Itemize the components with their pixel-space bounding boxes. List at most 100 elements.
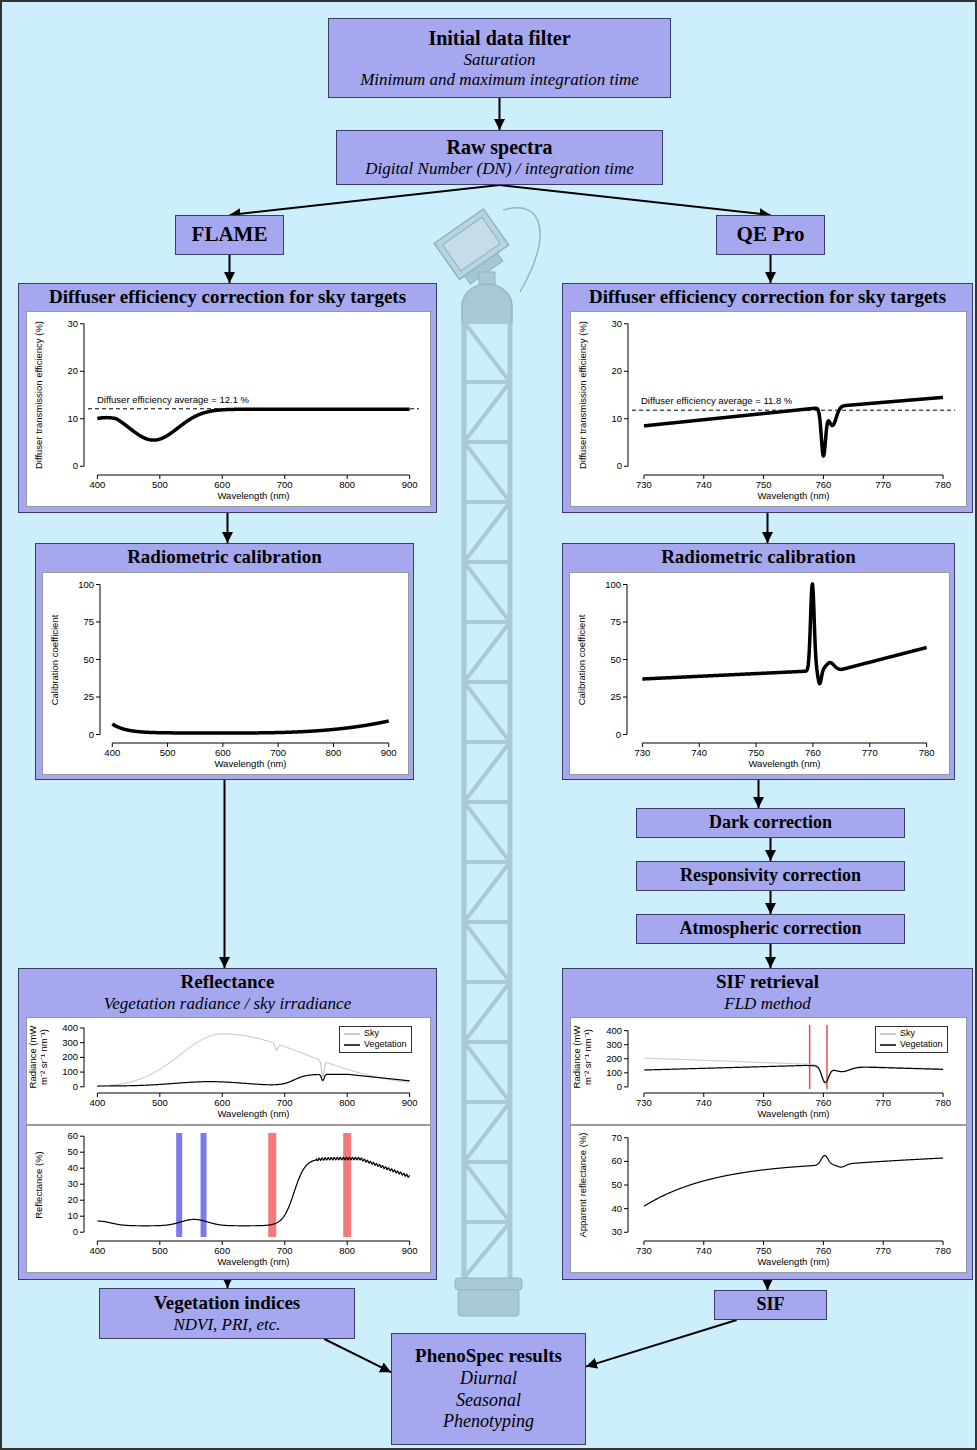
box-subtext: Saturation xyxy=(329,50,670,70)
truss-bar xyxy=(464,740,510,744)
truss-diagonal xyxy=(464,802,510,862)
spectrum-curve xyxy=(642,584,926,684)
axis-title: Calibration coefficient xyxy=(50,573,61,746)
truss-bar xyxy=(464,1100,510,1104)
legend-text: Sky xyxy=(364,1028,379,1039)
tick-label: 500 xyxy=(152,480,168,491)
process-box: Raw spectraDigital Number (DN) / integra… xyxy=(336,130,663,185)
tick-label: 400 xyxy=(89,480,105,491)
tick-label: 50 xyxy=(67,1147,78,1158)
tick-label: 900 xyxy=(402,1246,418,1257)
legend-row: Sky xyxy=(880,1028,943,1039)
axis-title: Wavelength (nm) xyxy=(215,759,287,770)
box-heading: Vegetation indices xyxy=(100,1292,354,1315)
tick-label: 10 xyxy=(611,413,622,424)
tick-mark xyxy=(624,1030,628,1031)
tick-label: 760 xyxy=(815,1246,831,1257)
chart-legend: SkyVegetation xyxy=(875,1026,948,1053)
tick-mark xyxy=(643,475,644,479)
tick-label: 600 xyxy=(214,480,230,491)
tick-mark xyxy=(96,659,100,660)
tick-label: 400 xyxy=(89,1246,105,1257)
legend-line xyxy=(344,1033,360,1035)
spectrum-curve xyxy=(97,1074,409,1086)
x-axis xyxy=(644,475,943,476)
truss-diagonal xyxy=(464,502,510,562)
truss-diagonal xyxy=(464,982,510,1042)
tick-mark xyxy=(926,743,927,747)
y-axis xyxy=(84,324,85,467)
tick-mark xyxy=(96,697,100,698)
spectrum-curve xyxy=(644,1156,943,1207)
tick-label: 780 xyxy=(935,480,951,491)
chart-background xyxy=(42,572,409,775)
tick-label: 0 xyxy=(616,729,621,740)
legend-text: Vegetation xyxy=(364,1039,407,1050)
truss-bar xyxy=(464,620,510,624)
tick-label: 0 xyxy=(73,461,78,472)
box-heading: Atmospheric correction xyxy=(637,918,904,940)
box-subtext: Phenotyping xyxy=(392,1411,585,1433)
tick-label: 900 xyxy=(402,480,418,491)
tick-mark xyxy=(624,1072,628,1073)
truss-diagonal xyxy=(464,322,510,382)
band-marker xyxy=(268,1133,276,1237)
tick-mark xyxy=(643,1093,644,1097)
truss-bar xyxy=(464,1220,510,1224)
flow-arrow xyxy=(586,1320,737,1367)
tower-base xyxy=(458,1290,519,1316)
tick-mark xyxy=(409,1241,410,1245)
flow-arrow xyxy=(224,780,226,968)
tick-mark xyxy=(80,371,84,372)
tick-mark xyxy=(763,475,764,479)
tick-label: 770 xyxy=(875,1246,891,1257)
spectrum-curve xyxy=(97,1157,409,1225)
tick-label: 0 xyxy=(73,1081,78,1092)
tick-mark xyxy=(278,743,279,747)
tick-mark xyxy=(699,743,700,747)
truss-diagonal xyxy=(464,1042,510,1102)
box-heading: Diffuser efficiency correction for sky t… xyxy=(563,286,972,309)
y-axis xyxy=(628,324,629,467)
box-subtext: Digital Number (DN) / integration time xyxy=(337,159,662,179)
axis-title: Wavelength (nm) xyxy=(749,759,821,770)
truss-diagonal xyxy=(464,922,510,982)
tick-mark xyxy=(284,475,285,479)
tick-label: 60 xyxy=(67,1131,78,1142)
tick-label: 770 xyxy=(875,480,891,491)
tick-label: 780 xyxy=(919,748,935,759)
truss-bar xyxy=(464,380,510,384)
tick-label: 400 xyxy=(62,1022,78,1033)
truss-bar xyxy=(464,500,510,504)
tick-label: 750 xyxy=(756,1098,772,1109)
tick-label: 700 xyxy=(277,480,293,491)
tick-label: 700 xyxy=(270,748,286,759)
x-axis xyxy=(644,1241,943,1242)
box-heading: Dark correction xyxy=(637,812,904,834)
axis-title: Wavelength (nm) xyxy=(758,491,830,502)
flow-arrow xyxy=(324,1339,391,1372)
tick-label: 30 xyxy=(611,1227,622,1238)
tick-mark xyxy=(96,622,100,623)
process-box: Responsivity correction xyxy=(636,861,905,891)
process-box: Vegetation indicesNDVI, PRI, etc. xyxy=(99,1288,355,1339)
sensor-cable xyxy=(503,208,540,292)
legend-line-sample xyxy=(880,1042,896,1048)
tick-label: 75 xyxy=(610,617,621,628)
tick-label: 500 xyxy=(160,748,176,759)
tick-label: 10 xyxy=(67,413,78,424)
chart-panel: Diffuser efficiency correction for sky t… xyxy=(18,283,437,513)
truss-bar xyxy=(464,860,510,864)
tick-mark xyxy=(80,1184,84,1185)
tick-label: 800 xyxy=(339,1246,355,1257)
tick-mark xyxy=(347,1241,348,1245)
spectrum-curve xyxy=(112,721,388,733)
tick-mark xyxy=(222,475,223,479)
tick-mark xyxy=(80,1216,84,1217)
tick-mark xyxy=(409,1093,410,1097)
legend-line-sample xyxy=(880,1031,896,1037)
tick-label: 780 xyxy=(935,1246,951,1257)
axis-title: Wavelength (nm) xyxy=(218,491,290,502)
tick-mark xyxy=(97,1093,98,1097)
tick-label: 500 xyxy=(152,1098,168,1109)
